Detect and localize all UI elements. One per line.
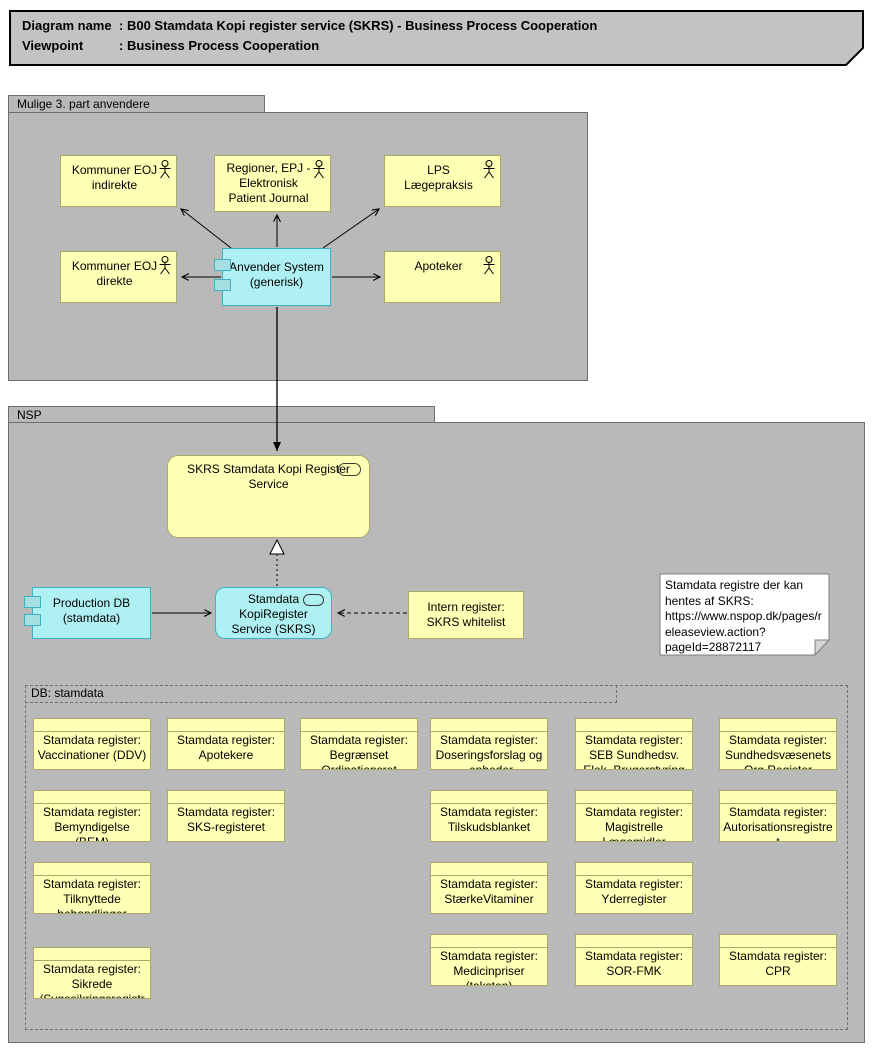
component-icon	[24, 614, 41, 626]
third-party-group-label: Mulige 3. part anvendere	[17, 97, 150, 111]
register-box-cpr[interactable]: Stamdata register: CPR	[719, 934, 837, 986]
db-stamdata-group-body[interactable]	[25, 685, 848, 1030]
register-box-vaccinationer[interactable]: Stamdata register: Vaccinationer (DDV)	[33, 718, 151, 770]
register-top-compartment	[576, 719, 692, 732]
component-icon	[24, 596, 41, 608]
object-label: Intern register: SKRS whitelist	[426, 600, 506, 629]
service-icon	[303, 594, 324, 606]
third-party-group-tab[interactable]: Mulige 3. part anvendere	[8, 95, 265, 112]
register-box-yderregister[interactable]: Stamdata register: Yderregister	[575, 862, 693, 914]
title-row-viewpoint: Viewpoint: Business Process Cooperation	[22, 38, 320, 53]
register-box-tilskudsblanket[interactable]: Stamdata register: Tilskudsblanket	[430, 790, 548, 842]
third-party-group-body[interactable]	[8, 112, 588, 381]
register-box-autorisationsregistret[interactable]: Stamdata register: Autorisationsregistre…	[719, 790, 837, 842]
register-box-sor2[interactable]: Stamdata register: Sundhedsvæsenets Org …	[719, 718, 837, 770]
register-top-compartment	[168, 791, 284, 804]
actor-label: Kommuner EOJ indirekte	[71, 163, 158, 192]
register-top-compartment	[34, 948, 150, 961]
register-top-compartment	[431, 863, 547, 876]
register-box-staerkevitaminer[interactable]: Stamdata register: StærkeVitaminer	[430, 862, 548, 914]
register-top-compartment	[34, 719, 150, 732]
nsp-group-label: NSP	[17, 408, 42, 422]
register-top-compartment	[720, 935, 836, 948]
register-top-compartment	[34, 863, 150, 876]
register-box-sks-registeret[interactable]: Stamdata register: SKS-registeret	[167, 790, 285, 842]
actor-label: Apoteker	[414, 259, 463, 273]
component-icon	[214, 259, 231, 271]
register-box-medicinpriser[interactable]: Stamdata register: Medicinpriser (takste…	[430, 934, 548, 986]
register-box-doseringsforslag[interactable]: Stamdata register: Doseringsforslag og -…	[430, 718, 548, 770]
actor-box-kommuner-eoj-indirekte[interactable]: Kommuner EOJ indirekte	[60, 155, 177, 207]
application-component-anvender-system[interactable]: Anvender System (generisk)	[214, 248, 331, 306]
register-box-sikrede[interactable]: Stamdata register: Sikrede (Sygesikrings…	[33, 947, 151, 999]
actor-label: LPS Lægepraksis	[404, 163, 473, 192]
register-top-compartment	[168, 719, 284, 732]
db-stamdata-group-label: DB: stamdata	[31, 686, 104, 700]
register-top-compartment	[720, 719, 836, 732]
register-box-begraenset-ordinationsret[interactable]: Stamdata register: Begrænset Ordinations…	[300, 718, 418, 770]
actor-box-apoteker[interactable]: Apoteker	[384, 251, 501, 303]
object-intern-register-whitelist[interactable]: Intern register: SKRS whitelist	[408, 591, 524, 639]
register-box-apotekere[interactable]: Stamdata register: Apotekere	[167, 718, 285, 770]
actor-box-lps-laegepraksis[interactable]: LPS Lægepraksis	[384, 155, 501, 207]
register-top-compartment	[431, 719, 547, 732]
application-component-production-db[interactable]: Production DB (stamdata)	[24, 587, 151, 639]
nsp-group-tab[interactable]: NSP	[8, 406, 435, 422]
register-top-compartment	[431, 935, 547, 948]
service-label: SKRS Stamdata Kopi Register Service	[187, 462, 350, 491]
actor-icon	[313, 160, 325, 179]
register-box-magistrelle-laegemidler[interactable]: Stamdata register: Magistrelle Lægemidle…	[575, 790, 693, 842]
register-top-compartment	[576, 791, 692, 804]
register-top-compartment	[576, 863, 692, 876]
actor-icon	[483, 160, 495, 179]
actor-box-regioner-epj[interactable]: Regioner, EPJ - Elektronisk Patient Jour…	[214, 155, 331, 212]
title-bar: Diagram name: B00 Stamdata Kopi register…	[22, 16, 597, 56]
service-icon	[338, 463, 361, 476]
component-icon	[214, 279, 231, 291]
register-top-compartment	[34, 791, 150, 804]
service-stamdata-kopiregister-skrs[interactable]: Stamdata KopiRegister Service (SKRS)	[215, 587, 332, 639]
service-skrs-stamdata-kopi-register[interactable]: SKRS Stamdata Kopi Register Service	[167, 455, 370, 538]
register-top-compartment	[431, 791, 547, 804]
service-label: Stamdata KopiRegister Service (SKRS)	[231, 592, 316, 636]
actor-icon	[159, 256, 171, 275]
register-top-compartment	[576, 935, 692, 948]
register-box-sor-fmk[interactable]: Stamdata register: SOR-FMK	[575, 934, 693, 986]
title-row-diagram-name: Diagram name: B00 Stamdata Kopi register…	[22, 18, 598, 33]
actor-label: Kommuner EOJ direkte	[71, 259, 158, 288]
register-box-bemyndigelse[interactable]: Stamdata register: Bemyndigelse (BEM)	[33, 790, 151, 842]
actor-label: Regioner, EPJ - Elektronisk Patient Jour…	[226, 161, 311, 205]
register-box-tilknyttede-behandlinger[interactable]: Stamdata register: Tilknyttede behandlin…	[33, 862, 151, 914]
register-top-compartment	[720, 791, 836, 804]
actor-icon	[483, 256, 495, 275]
component-label: Anvender System (generisk)	[229, 260, 324, 289]
component-label: Production DB (stamdata)	[52, 596, 131, 625]
db-stamdata-group-tab[interactable]: DB: stamdata	[25, 685, 617, 703]
actor-icon	[159, 160, 171, 179]
register-top-compartment	[301, 719, 417, 732]
actor-box-kommuner-eoj-direkte[interactable]: Kommuner EOJ direkte	[60, 251, 177, 303]
note-text: Stamdata registre der kan hentes af SKRS…	[665, 578, 822, 654]
register-box-seb-brugerstyring[interactable]: Stamdata register: SEB Sundhedsv. Elek. …	[575, 718, 693, 770]
